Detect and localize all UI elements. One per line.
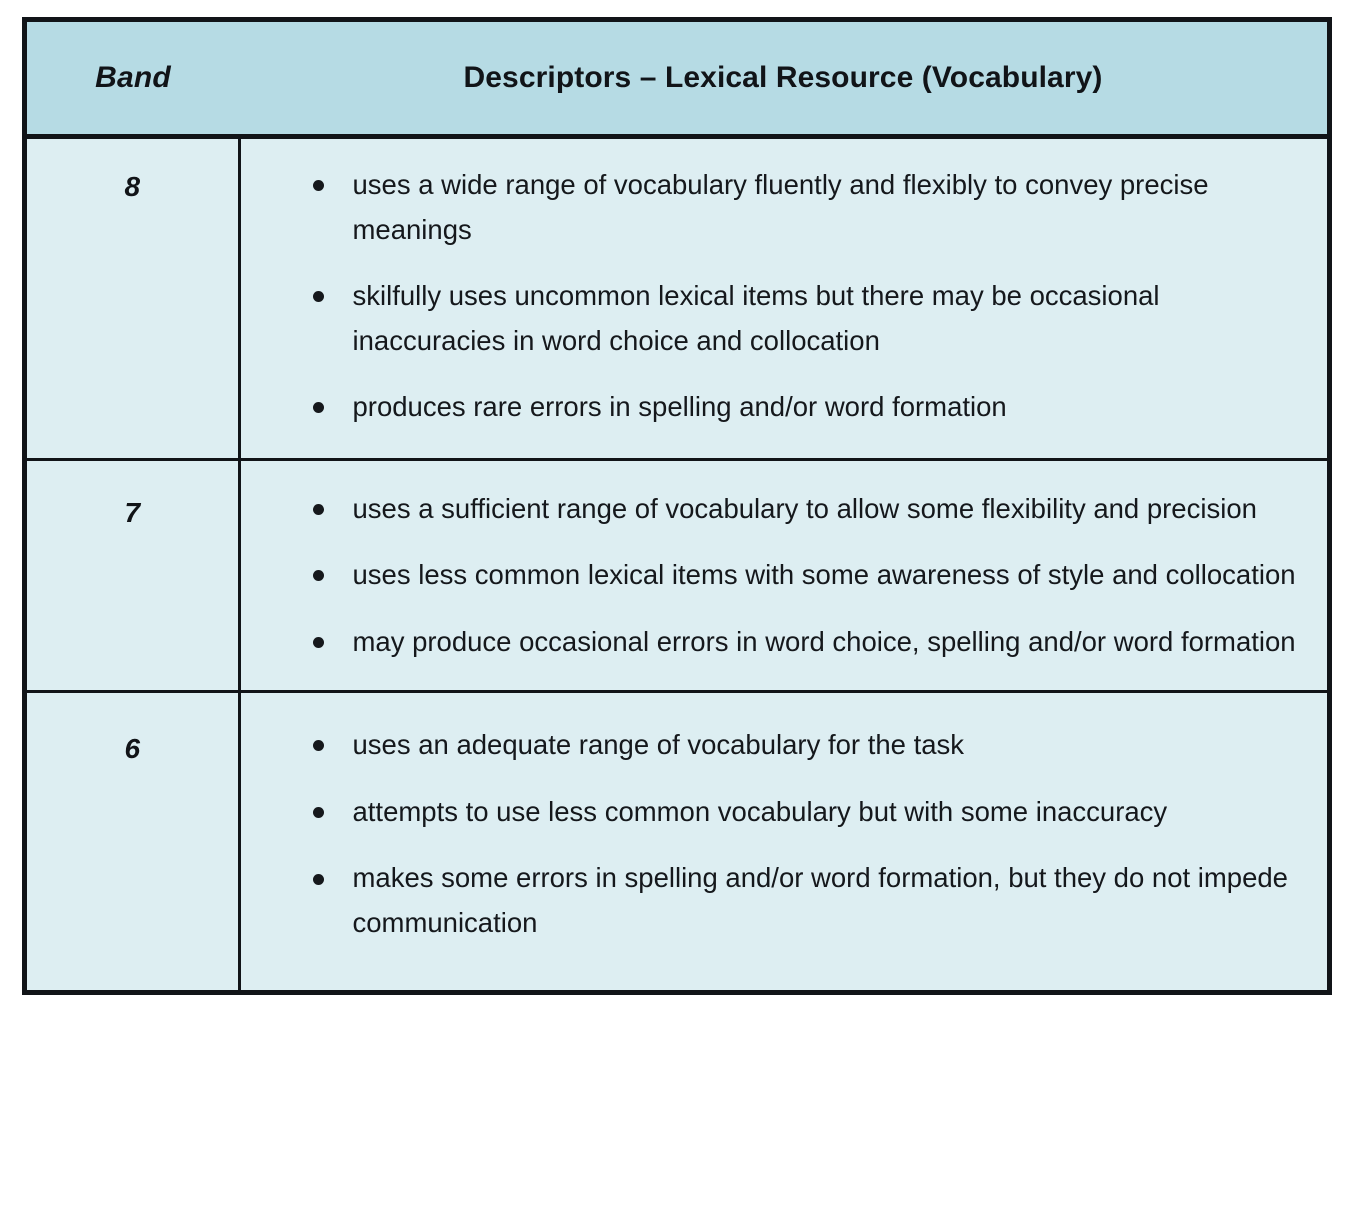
list-item: skilfully uses uncommon lexical items bu… — [241, 274, 1302, 363]
header-row: Band Descriptors – Lexical Resource (Voc… — [24, 19, 1330, 139]
list-item: attempts to use less common vocabulary b… — [241, 790, 1302, 835]
descriptor-text: uses less common lexical items with some… — [352, 559, 1296, 591]
descriptors-cell: uses a wide range of vocabulary fluently… — [239, 136, 1330, 460]
header-cell-band: Band — [24, 19, 239, 139]
table-row: 6 uses an adequate range of vocabulary f… — [24, 690, 1330, 993]
list-item: uses a sufficient range of vocabulary to… — [241, 487, 1302, 532]
header-label-descriptors: Descriptors – Lexical Resource (Vocabula… — [463, 61, 1103, 94]
descriptor-list: uses an adequate range of vocabulary for… — [241, 693, 1328, 989]
list-item: uses an adequate range of vocabulary for… — [241, 723, 1302, 768]
descriptor-list: uses a wide range of vocabulary fluently… — [241, 139, 1328, 458]
descriptor-text: uses an adequate range of vocabulary for… — [352, 729, 965, 761]
band-number: 6 — [124, 733, 141, 765]
descriptors-cell: uses a sufficient range of vocabulary to… — [239, 457, 1330, 692]
descriptor-text: produces rare errors in spelling and/or … — [352, 391, 1007, 423]
bullet-icon — [312, 806, 324, 818]
bullet-icon — [312, 402, 324, 414]
list-item: may produce occasional errors in word ch… — [241, 620, 1302, 665]
band-cell: 8 — [24, 136, 241, 460]
header-label-band: Band — [95, 61, 171, 94]
list-item: uses less common lexical items with some… — [241, 553, 1302, 598]
bullet-icon — [312, 503, 324, 515]
list-item: uses a wide range of vocabulary fluently… — [241, 163, 1302, 252]
band-number: 7 — [124, 496, 141, 528]
descriptor-text: uses a sufficient range of vocabulary to… — [352, 492, 1257, 524]
band-number: 8 — [124, 171, 141, 202]
descriptors-cell: uses an adequate range of vocabulary for… — [239, 690, 1330, 993]
band-cell: 6 — [24, 690, 241, 993]
descriptor-text: may produce occasional errors in word ch… — [352, 625, 1296, 657]
descriptor-text: uses a wide range of vocabulary fluently… — [352, 169, 1209, 245]
list-item: produces rare errors in spelling and/or … — [241, 385, 1302, 430]
bullet-icon — [312, 291, 324, 303]
table-header: Band Descriptors – Lexical Resource (Voc… — [24, 19, 1330, 139]
table-row: 7 uses a sufficient range of vocabulary … — [24, 457, 1330, 692]
bullet-icon — [312, 180, 324, 192]
band-descriptors-table: Band Descriptors – Lexical Resource (Voc… — [22, 17, 1332, 995]
descriptor-list: uses a sufficient range of vocabulary to… — [241, 461, 1328, 691]
bullet-icon — [312, 570, 324, 582]
table-body: 8 uses a wide range of vocabulary fluent… — [24, 136, 1330, 993]
band-cell: 7 — [24, 457, 241, 692]
table-row: 8 uses a wide range of vocabulary fluent… — [24, 136, 1330, 460]
descriptor-text: skilfully uses uncommon lexical items bu… — [352, 280, 1160, 356]
bullet-icon — [312, 636, 324, 648]
bullet-icon — [312, 740, 324, 752]
descriptor-text: attempts to use less common vocabulary b… — [352, 795, 1168, 827]
descriptor-text: makes some errors in spelling and/or wor… — [352, 862, 1288, 939]
header-cell-descriptors: Descriptors – Lexical Resource (Vocabula… — [239, 19, 1330, 139]
bullet-icon — [312, 873, 324, 885]
list-item: makes some errors in spelling and/or wor… — [241, 856, 1302, 945]
